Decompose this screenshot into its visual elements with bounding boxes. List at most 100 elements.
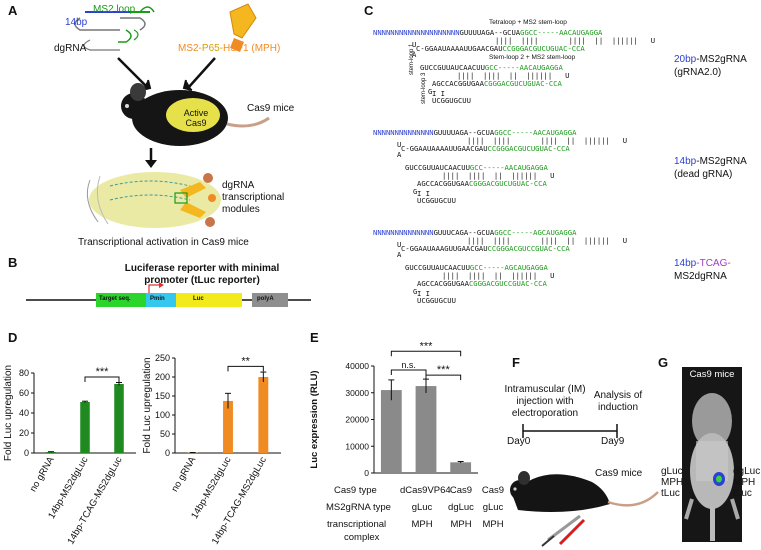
- x-tick-label: no gRNA: [28, 454, 57, 493]
- significance-bracket: [390, 350, 462, 357]
- y-tick-label: 20000: [345, 415, 369, 425]
- modules-label: dgRNA transcriptional modules: [222, 180, 285, 215]
- significance-label: ***: [96, 366, 110, 378]
- seq2-bars2: |||| |||| || |||||| U: [442, 171, 555, 180]
- panel-label-e: E: [310, 330, 319, 345]
- bar: [450, 462, 472, 473]
- panel-e-table: Cas9 type dCas9VP64 Cas9 Cas9 MS2gRNA ty…: [300, 477, 512, 547]
- panel-f-mouse-label: Cas9 mice: [595, 468, 643, 479]
- panel-b-title: Luciferase reporter with minimal promote…: [124, 263, 280, 286]
- panel-a-caption: Transcriptional activation in Cas9 mice: [78, 237, 249, 248]
- seq3-line5: UCGGUGCUU: [417, 296, 456, 305]
- seq3-ii: I I: [417, 289, 430, 298]
- label-14bp-ms2grna: 14bp-MS2gRNA (dead gRNA): [674, 156, 747, 180]
- mph-label: MS2-P65-HSF1 (MPH): [178, 43, 280, 54]
- seq1-a: A: [412, 50, 417, 59]
- ms2-loop-label: MS2 loop: [93, 4, 136, 15]
- row-cas9-v2: Cas9: [481, 485, 505, 496]
- significance-label: n.s.: [401, 360, 416, 370]
- seq1-bars1: |||| |||| |||| || |||||| U: [495, 36, 656, 45]
- seq3-u: U: [397, 240, 402, 249]
- seq1-line5: UCGGUGCUU: [432, 96, 471, 105]
- seq1-g: G: [428, 87, 433, 96]
- y-axis-label: Fold Luc upregulation: [3, 365, 14, 461]
- significance-bracket: [84, 376, 120, 382]
- y-axis-label: Fold Luc upregulation: [142, 357, 153, 453]
- panel-label-g: G: [658, 355, 669, 370]
- significance-bracket: [390, 369, 427, 376]
- seq2-line4: AGCCACGGUGAACGGGACGUCUGUAC-CCA: [417, 179, 547, 188]
- day0-label: Day0: [507, 436, 531, 447]
- seq3-line2: C-GGAAUAAAGUUGAACGAUCCGGGACGUCCGUAC-CCA: [401, 244, 570, 253]
- y-tick-label: 200: [155, 372, 170, 382]
- seq1-line1: NNNNNNNNNNNNNNNNNNNNGUUUUAGA--GCUAGGCC--…: [373, 28, 603, 37]
- significance-label: **: [241, 355, 250, 367]
- y-tick-label: 150: [155, 391, 170, 401]
- bar: [223, 400, 233, 453]
- y-tick-label: 20: [19, 428, 29, 438]
- bar: [258, 377, 269, 453]
- bioluminescence-image: Cas9 mice: [682, 367, 742, 542]
- row-complex-v2: MPH: [482, 519, 504, 530]
- panel-label-c: C: [364, 3, 374, 18]
- seq2-g: G: [413, 187, 418, 196]
- panel-label-b: B: [8, 255, 18, 270]
- panel-a-illustration: [74, 3, 270, 228]
- y-tick-label: 40: [19, 408, 29, 418]
- y-tick-label: 0: [24, 448, 29, 458]
- bar: [380, 390, 402, 473]
- seq1-ii: I I: [432, 89, 445, 98]
- bar: [46, 452, 56, 453]
- panel-f-right-text: Analysis of induction: [593, 390, 643, 413]
- stemloop1-annotation: stem-loop 1: [409, 43, 415, 75]
- seq2-line3: GUCCGUUAUCAACUUGCC-----AACAUGAGGA: [405, 163, 548, 172]
- seq2-ii: I I: [417, 189, 430, 198]
- row-cas9-v0: dCas9VP64: [400, 485, 451, 496]
- row-cas9-type-label: Cas9 type: [334, 485, 377, 496]
- significance-label: ***: [420, 340, 434, 352]
- bp14-label: 14bp: [65, 17, 88, 28]
- seq3-g: G: [413, 287, 418, 296]
- seq1-line4: AGCCACGGUGAACGGGACGUCUGUAC-CCA: [432, 79, 562, 88]
- seq3-line1: NNNNNNNNNNNNNNGUUUCAGA--GCUAGGCC-----AGC…: [373, 228, 577, 237]
- active-cas9-label: Active Cas9: [183, 108, 209, 128]
- y-tick-label: 250: [155, 353, 170, 363]
- y-tick-label: 0: [364, 468, 369, 478]
- seq3-bars2: |||| |||| || |||||| U: [442, 271, 555, 280]
- label-20bp-ms2grna: 20bp-MS2gRNA (gRNA2.0): [674, 54, 747, 78]
- y-tick-label: 60: [19, 388, 29, 398]
- mph-ms2: MS2-: [178, 43, 202, 54]
- seq1-line3: GUCCGUUAUCAACUUGCC-----AACAUGAGGA: [420, 63, 563, 72]
- bar: [80, 402, 90, 453]
- segment-polya: polyA: [257, 296, 274, 302]
- row-ms2grna-v2: gLuc: [482, 502, 504, 513]
- seq3-bars1: |||| |||| |||| || |||||| U: [467, 236, 628, 245]
- seq1-line2: C-GGAAUAAAAUUGAACGAUCCGGGACGUCUGUAC-CCA: [416, 44, 585, 53]
- row-complex-v1: MPH: [450, 519, 472, 530]
- significance-bracket: [227, 365, 264, 372]
- bar: [415, 386, 437, 473]
- y-tick-label: 40000: [345, 361, 369, 371]
- mph-close: ): [276, 43, 281, 54]
- seq2-bars1: |||| |||| |||| || |||||| U: [467, 136, 628, 145]
- seq2-u: U: [397, 140, 402, 149]
- y-tick-label: 80: [19, 368, 29, 378]
- day9-label: Day9: [601, 436, 625, 447]
- row-ms2grna-label: MS2gRNA type: [326, 502, 391, 513]
- seq3-line4: AGCCACGGUGAACGGGACGUCCGUAC-CCA: [417, 279, 547, 288]
- significance-bracket: [425, 374, 462, 381]
- seq3-a: A: [397, 250, 402, 259]
- segment-pmin: Pmin: [150, 296, 165, 302]
- label-14bp-tcag-ms2dgrna: 14bp-TCAG- MS2dgRNA: [674, 258, 731, 282]
- seq1-u: U: [412, 40, 417, 49]
- y-tick-label: 0: [165, 448, 170, 458]
- y-axis-label: Luc expression (RLU): [309, 370, 320, 468]
- panel-g-left-labels: gLuc MPH tLuc: [661, 466, 684, 499]
- mph-hsf1: HSF1 (: [223, 43, 255, 54]
- row-complex-v0: MPH: [411, 519, 433, 530]
- seq2-line2: C-GGAAUAAAAUUGAACGAUCCGGGACGUCUGUAC-CCA: [401, 144, 570, 153]
- dgrna-label: dgRNA: [54, 43, 87, 54]
- panel-g-right-labels: dgLuc MPH tLuc: [733, 466, 761, 499]
- row-cas9-v1: Cas9: [449, 485, 473, 496]
